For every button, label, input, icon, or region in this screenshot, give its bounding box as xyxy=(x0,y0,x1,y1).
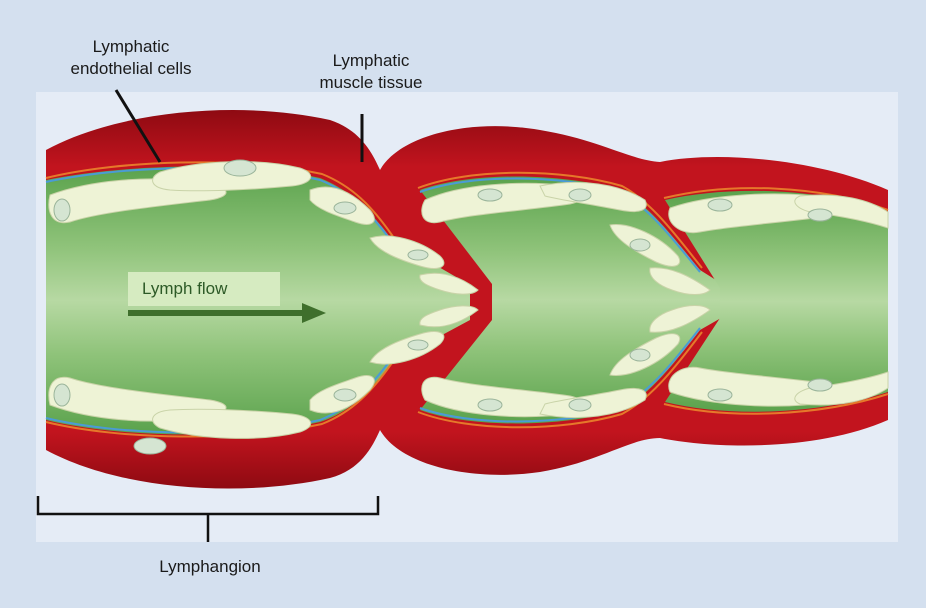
muscle-label-line-1: Lymphatic xyxy=(306,50,436,72)
lymph-flow-label: Lymph flow xyxy=(128,272,280,306)
lymphangion-label: Lymphangion xyxy=(130,556,290,578)
endothelial-label-line-2: endothelial cells xyxy=(56,58,206,80)
muscle-label: Lymphatic muscle tissue xyxy=(306,50,436,94)
endothelial-label: Lymphatic endothelial cells xyxy=(56,36,206,80)
endothelial-label-line-1: Lymphatic xyxy=(56,36,206,58)
muscle-label-line-2: muscle tissue xyxy=(306,72,436,94)
